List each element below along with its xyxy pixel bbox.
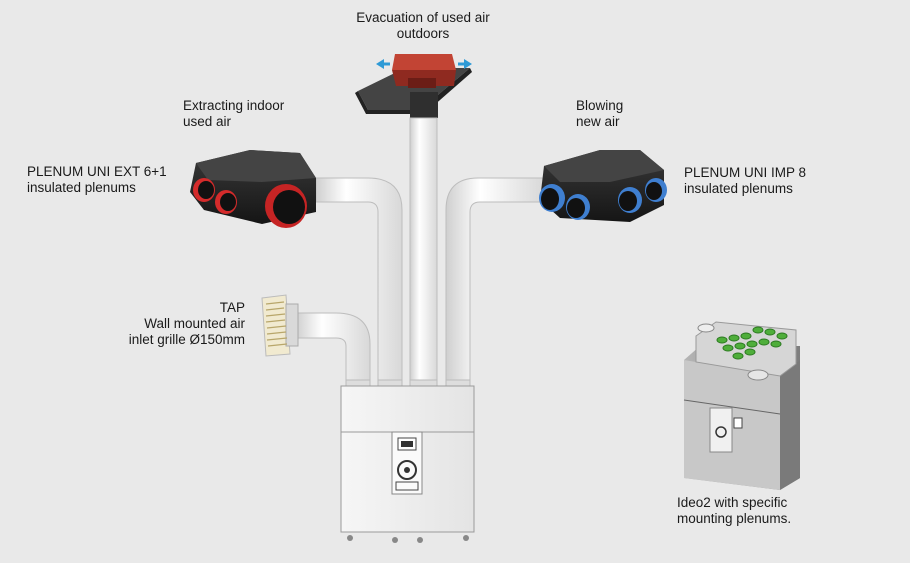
exhaust-arrows-icon	[376, 59, 472, 69]
plenum-ext-label: PLENUM UNI EXT 6+1 insulated plenums	[27, 164, 167, 195]
extract-collar-icon	[193, 178, 307, 228]
ideo2-unit	[683, 321, 800, 490]
plenum-uni-ext	[190, 150, 316, 228]
tap-label: TAP Wall mounted air inlet grille Ø150mm	[128, 300, 245, 347]
mounting-plenum-collars-icon	[716, 326, 788, 360]
plenum-uni-imp	[539, 150, 667, 222]
evacuation-label: Evacuation of used air outdoors	[356, 10, 490, 41]
roof-outlet	[355, 54, 472, 118]
ventilation-unit	[340, 379, 475, 543]
blowing-label: Blowing new air	[576, 98, 624, 129]
ducts	[295, 117, 545, 387]
plenum-imp-label: PLENUM UNI IMP 8 insulated plenums	[684, 165, 807, 196]
ideo2-label: Ideo2 with specific mounting plenums.	[677, 495, 792, 526]
tap-grille	[261, 294, 299, 357]
supply-collar-icon	[539, 178, 667, 220]
extracting-label: Extracting indoor used air	[183, 98, 285, 129]
